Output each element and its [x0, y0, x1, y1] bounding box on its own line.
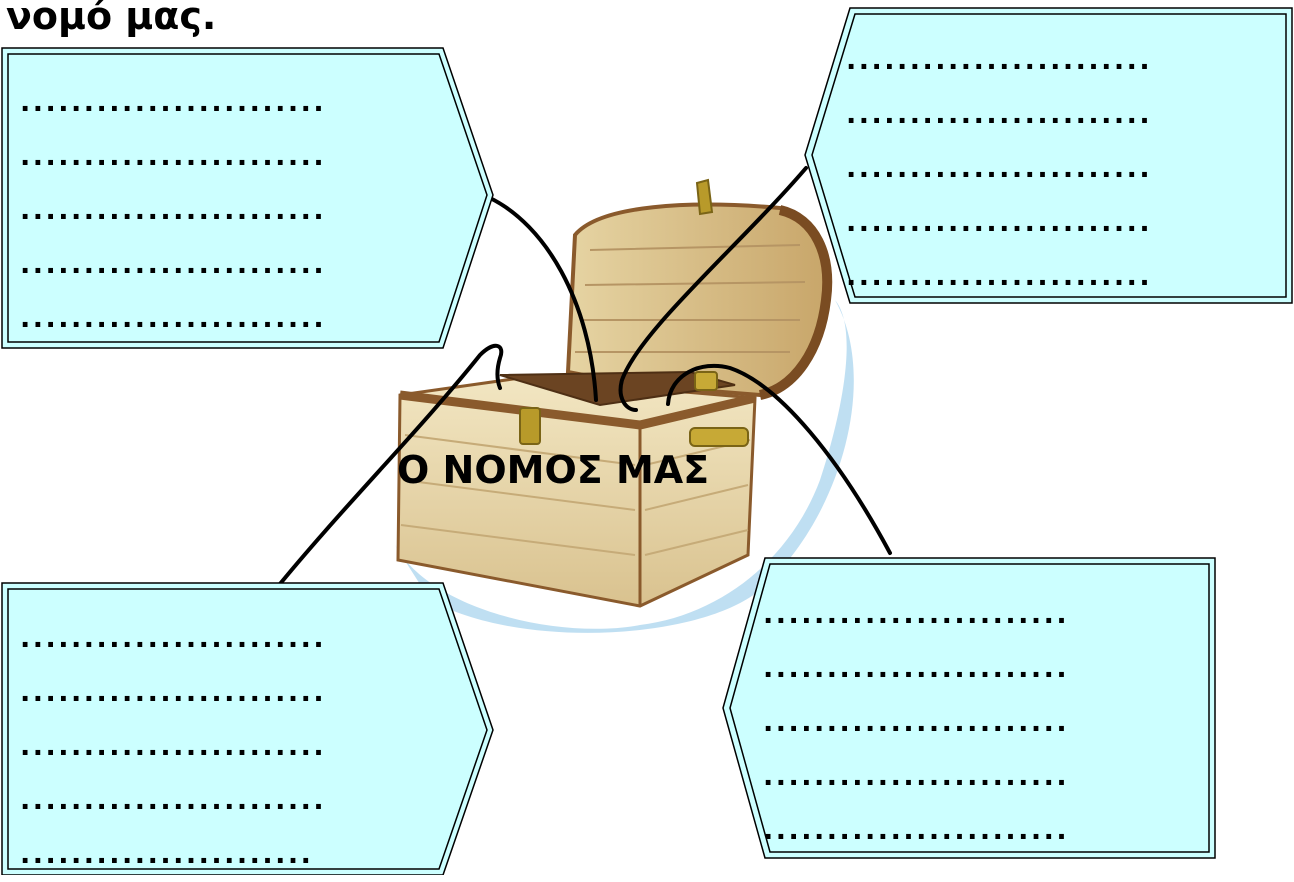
dotted-answer-line[interactable]: ........................: [20, 731, 327, 762]
connector-bottom-right: [666, 363, 892, 555]
box-lines-bottom-right: ........................ ...............…: [763, 588, 1195, 858]
answer-box-top-right: [804, 7, 1293, 304]
answer-box-bottom-right: [722, 557, 1216, 859]
dotted-answer-line[interactable]: ........................: [763, 599, 1070, 630]
box-lines-top-right: ........................ ...............…: [846, 34, 1276, 304]
connector-bottom-left: [273, 343, 504, 592]
connector-top-left: [488, 196, 598, 402]
connector-lines: [273, 166, 892, 592]
dotted-answer-line[interactable]: ........................: [20, 87, 327, 118]
answer-box-top-left: [1, 47, 494, 349]
dotted-answer-line[interactable]: ........................: [763, 761, 1070, 792]
dotted-answer-line[interactable]: .......................: [20, 839, 314, 870]
connector-top-right: [618, 166, 808, 412]
dotted-answer-line[interactable]: ........................: [20, 785, 327, 816]
dotted-answer-line[interactable]: ........................: [20, 303, 327, 334]
dotted-answer-line[interactable]: ........................: [20, 195, 327, 226]
treasure-chest-illustration: [396, 178, 833, 608]
dotted-answer-line[interactable]: ........................: [846, 207, 1153, 238]
dotted-answer-line[interactable]: ........................: [20, 141, 327, 172]
dotted-answer-line[interactable]: ........................: [846, 99, 1153, 130]
dotted-answer-line[interactable]: ........................: [763, 707, 1070, 738]
dotted-answer-line[interactable]: ........................: [846, 261, 1153, 292]
dotted-answer-line[interactable]: ........................: [846, 45, 1153, 76]
center-label: Ο ΝΟΜΟΣ ΜΑΣ: [397, 448, 710, 492]
dotted-answer-line[interactable]: ........................: [20, 249, 327, 280]
dotted-answer-line[interactable]: ........................: [20, 677, 327, 708]
box-lines-top-left: ........................ ...............…: [20, 76, 450, 346]
answer-box-bottom-left: [1, 582, 494, 875]
dotted-answer-line[interactable]: ........................: [763, 815, 1070, 846]
box-lines-bottom-left: ........................ ...............…: [20, 612, 450, 882]
dotted-answer-line[interactable]: ........................: [846, 153, 1153, 184]
page-heading: νομό μας.: [6, 0, 217, 38]
dotted-answer-line[interactable]: ........................: [20, 623, 327, 654]
dotted-answer-line[interactable]: ........................: [763, 653, 1070, 684]
